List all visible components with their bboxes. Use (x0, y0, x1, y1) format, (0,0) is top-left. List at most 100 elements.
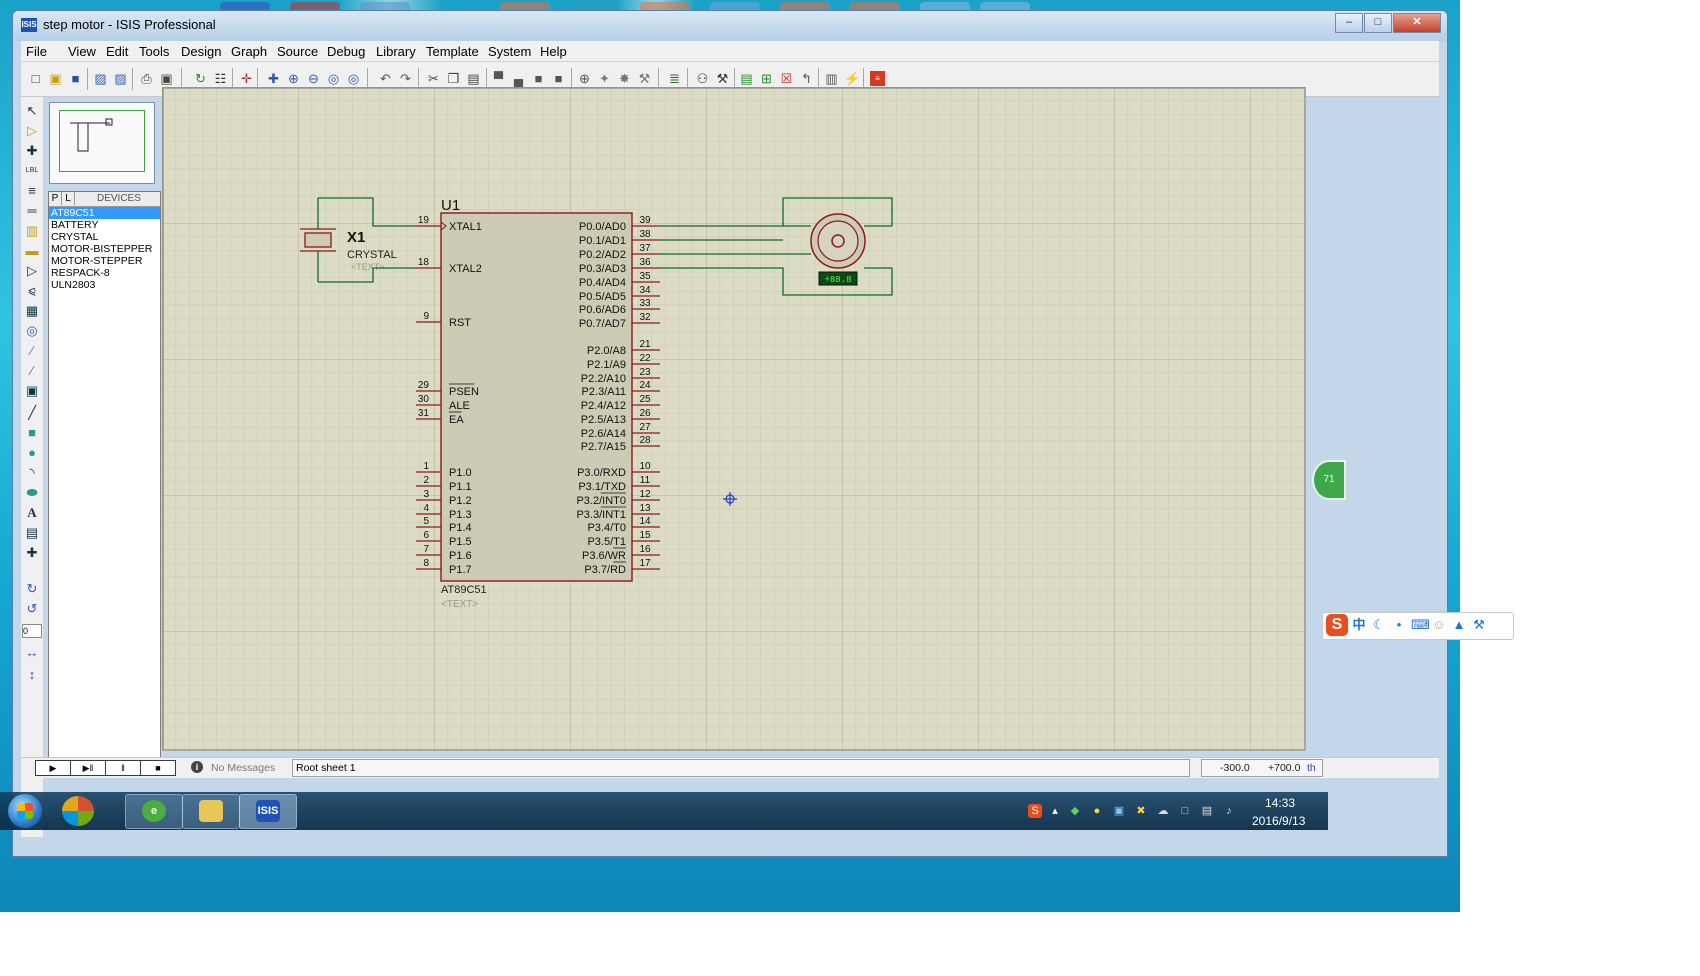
device-item-uln2803[interactable]: ULN2803 (51, 279, 96, 291)
taskbar-isis[interactable]: ISIS (239, 794, 297, 829)
menu-source[interactable]: Source (277, 44, 319, 59)
box-tool-icon[interactable]: ■ (28, 425, 36, 440)
mirror-vertical-icon[interactable]: ↕ (28, 667, 36, 682)
add-sheet-icon[interactable]: ⊞ (761, 71, 772, 86)
ime-mode-label[interactable]: 中 (1352, 617, 1366, 632)
menu-tools[interactable]: Tools (139, 44, 170, 59)
sogou-logo-icon[interactable]: S (1326, 614, 1348, 636)
area-icon[interactable]: ▣ (160, 71, 173, 86)
menu-file[interactable]: File (26, 44, 47, 59)
block-delete-icon[interactable]: ■ (554, 71, 563, 86)
device-item-crystal[interactable]: CRYSTAL (51, 231, 99, 243)
update-icon[interactable]: ✖ (1136, 805, 1146, 817)
display-icon[interactable]: □ (1181, 805, 1189, 817)
menu-edit[interactable]: Edit (106, 44, 129, 59)
clock-time[interactable]: 14:33 (1265, 796, 1296, 810)
zoom-out-icon[interactable]: ⊖ (308, 71, 319, 86)
user-icon[interactable]: ☺ (1432, 617, 1446, 632)
bill-of-materials-icon[interactable]: ▥ (825, 71, 838, 86)
rotate-anticlockwise-icon[interactable]: ↺ (26, 601, 38, 616)
close-button[interactable]: ✕ (1393, 13, 1441, 33)
menu-view[interactable]: View (68, 44, 96, 59)
block-rotate-icon[interactable]: ■ (534, 71, 543, 86)
microcontroller-u1[interactable]: U1 AT89C51 <TEXT> 19XTAL118XTAL29RST29PS… (416, 197, 660, 610)
device-item-at89c51[interactable]: AT89C51 (49, 207, 160, 219)
device-pins-icon[interactable]: ▷ (27, 263, 37, 278)
grid-icon[interactable]: ☷ (214, 71, 227, 86)
start-button[interactable] (8, 794, 42, 828)
block-move-icon[interactable]: ▄ (513, 71, 524, 86)
rotate-clockwise-icon[interactable]: ↻ (26, 581, 38, 596)
menu-design[interactable]: Design (181, 44, 222, 59)
bus-icon[interactable]: ═ (27, 203, 37, 218)
terminals-icon[interactable]: ▬ (25, 243, 39, 258)
menu-help[interactable]: Help (540, 44, 567, 59)
import-icon[interactable]: ▨ (94, 71, 107, 86)
property-tool-icon[interactable]: ⚒ (716, 71, 729, 86)
pause-button[interactable]: ‖ (105, 760, 141, 776)
tape-recorder-icon[interactable]: ▦ (25, 303, 39, 318)
save-icon[interactable]: ■ (71, 71, 80, 86)
menu-debug[interactable]: Debug (327, 44, 366, 59)
path-tool-icon[interactable]: ⬬ (26, 485, 38, 500)
pan-icon[interactable]: ✚ (268, 71, 279, 86)
marker-tool-icon[interactable]: ✚ (26, 545, 38, 560)
selection-mode-icon[interactable]: ↖ (26, 103, 38, 118)
skin-icon[interactable]: ▲ (1452, 617, 1466, 632)
line-tool-icon[interactable]: ╱ (28, 405, 36, 420)
step-button[interactable]: ▶‖ (70, 760, 106, 776)
generator-icon[interactable]: ◎ (26, 323, 38, 338)
device-item-motor-bistepper[interactable]: MOTOR-BISTEPPER (51, 243, 153, 255)
stop-button[interactable]: ■ (140, 760, 176, 776)
new-sheet-icon[interactable]: ▤ (740, 71, 753, 86)
text-tool-icon[interactable]: A (27, 505, 37, 520)
stepper-motor[interactable]: +88.8 (810, 213, 866, 286)
rotation-angle-input[interactable]: 0 (22, 624, 42, 638)
voltage-probe-icon[interactable]: ∕ (30, 343, 34, 358)
qq-icon[interactable]: ● (1093, 805, 1101, 817)
zoom-in-icon[interactable]: ⊕ (288, 71, 299, 86)
search-tag-icon[interactable]: ⚇ (696, 71, 709, 86)
current-probe-icon[interactable]: ∕ (30, 363, 34, 378)
component-mode-icon[interactable]: ▷ (27, 123, 37, 138)
keyboard-icon[interactable]: ⌨ (1411, 617, 1430, 632)
origin-icon[interactable]: ✛ (241, 71, 252, 86)
security-shield-icon[interactable]: ◆ (1070, 805, 1080, 817)
message-status[interactable]: No Messages (211, 762, 276, 774)
360-launcher-icon[interactable] (62, 796, 94, 826)
subcircuit-icon[interactable]: ▥ (25, 223, 39, 238)
overview-viewport[interactable] (59, 110, 145, 172)
block-copy-icon[interactable]: ▀ (493, 71, 504, 86)
schematic-canvas[interactable]: X1 CRYSTAL <TEXT> U1 AT89C51 <TEXT> 19XT… (162, 87, 1306, 751)
menu-template[interactable]: Template (426, 44, 479, 59)
title-bar[interactable]: ISIS step motor - ISIS Professional – □ … (13, 11, 1447, 41)
print-icon[interactable]: ⎙ (141, 71, 152, 86)
maximize-button[interactable]: □ (1364, 13, 1392, 33)
remove-sheet-icon[interactable]: ☒ (780, 71, 793, 86)
wrench-icon[interactable]: ⚒ (1473, 617, 1485, 632)
unit-indicator[interactable]: th (1307, 762, 1316, 774)
library-tab[interactable]: L (62, 192, 75, 205)
cut-icon[interactable]: ✂ (428, 71, 439, 86)
floating-widget[interactable]: 71 (1312, 460, 1346, 500)
graph-mode-icon[interactable]: ⪨ (28, 283, 36, 298)
pick-device-tab[interactable]: P (49, 192, 62, 205)
redraw-icon[interactable]: ↻ (195, 71, 206, 86)
pick-device-icon[interactable]: ⊕ (579, 71, 590, 86)
menu-graph[interactable]: Graph (231, 44, 268, 59)
moon-icon[interactable]: ☾ (1373, 617, 1385, 632)
network-monitor-icon[interactable]: ▣ (1113, 805, 1125, 817)
new-file-icon[interactable]: □ (31, 71, 40, 86)
sogou-tray-icon[interactable]: S (1028, 804, 1042, 818)
volume-icon[interactable]: ♪ (1226, 805, 1232, 817)
export-icon[interactable]: ▨ (114, 71, 127, 86)
overview-window[interactable] (49, 102, 155, 184)
device-item-battery[interactable]: BATTERY (51, 219, 99, 231)
network-icon[interactable]: ▤ (1201, 805, 1213, 817)
clock-date[interactable]: 2016/9/13 (1252, 814, 1306, 828)
undo-icon[interactable]: ↶ (380, 71, 391, 86)
show-hidden-icons[interactable]: ▴ (1052, 805, 1058, 817)
exit-to-parent-icon[interactable]: ↰ (801, 71, 812, 86)
decompose-icon[interactable]: ⚒ (638, 71, 651, 86)
symbol-tool-icon[interactable]: ▤ (25, 525, 39, 540)
